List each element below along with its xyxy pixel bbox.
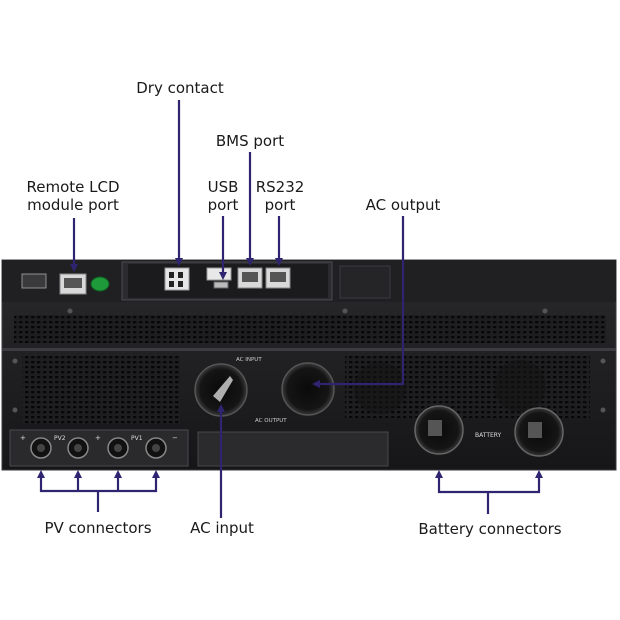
pv2-plus-connector-core bbox=[37, 444, 45, 452]
status-led bbox=[90, 276, 110, 292]
blank-cover-plate bbox=[339, 265, 391, 299]
print-pv1-plus: + bbox=[95, 434, 101, 442]
screw bbox=[12, 407, 18, 413]
screw bbox=[67, 308, 73, 314]
remote-lcd-port-socket bbox=[64, 278, 82, 288]
fan-shadow-right bbox=[494, 360, 546, 412]
bms-port-socket bbox=[242, 272, 258, 282]
screw bbox=[12, 358, 18, 364]
print-ac-output: AC OUTPUT bbox=[255, 418, 287, 424]
dry-contact-pin-1 bbox=[169, 272, 174, 278]
arrow-bms bbox=[246, 258, 254, 266]
arrow-dry-contact bbox=[175, 258, 183, 266]
arrow-pv-1 bbox=[37, 470, 45, 478]
print-ac-input: AC INPUT bbox=[236, 357, 262, 363]
label-bms-port: BMS port bbox=[215, 132, 285, 150]
print-pv1: PV1 bbox=[131, 435, 143, 442]
ac-output-knockout bbox=[281, 362, 335, 416]
upper-grille bbox=[14, 315, 606, 343]
arrow-pv-2 bbox=[74, 470, 82, 478]
arrow-battery-2 bbox=[535, 470, 543, 478]
screw bbox=[600, 358, 606, 364]
arrow-battery-1 bbox=[435, 470, 443, 478]
label-ac-output: AC output bbox=[365, 196, 441, 214]
arrow-remote-lcd bbox=[70, 264, 78, 272]
screw bbox=[542, 308, 548, 314]
label-remote-lcd-line2: module port bbox=[27, 196, 119, 214]
arrow-pv-4 bbox=[152, 470, 160, 478]
ac-input-cable bbox=[213, 376, 233, 402]
usb-label-sticker bbox=[206, 267, 232, 281]
screw bbox=[600, 407, 606, 413]
leader-battery-bracket bbox=[437, 476, 541, 494]
rs232-port-socket bbox=[270, 272, 286, 282]
fan-shadow-left bbox=[354, 362, 406, 414]
label-pv-connectors: PV connectors bbox=[44, 519, 152, 537]
leader-lines bbox=[37, 100, 543, 518]
leader-pv-bracket bbox=[39, 476, 158, 493]
pv1-minus-connector-core bbox=[152, 444, 160, 452]
leader-ac-output bbox=[318, 216, 405, 386]
pv2-minus-connector-core bbox=[74, 444, 82, 452]
label-battery-connectors: Battery connectors bbox=[418, 520, 562, 538]
remote-lcd-icon bbox=[21, 273, 47, 289]
print-battery: BATTERY bbox=[475, 432, 502, 439]
label-rs232-line2: port bbox=[264, 196, 296, 214]
arrow-ac-output bbox=[312, 380, 320, 388]
arrow-usb bbox=[219, 272, 227, 280]
dry-contact-terminal bbox=[164, 267, 190, 291]
panel-seam bbox=[2, 348, 616, 351]
print-pv1-minus: − bbox=[172, 434, 178, 442]
dry-contact-pin-4 bbox=[178, 281, 183, 287]
lower-left-grille bbox=[22, 356, 180, 424]
arrow-pv-3 bbox=[114, 470, 122, 478]
label-ac-input: AC input bbox=[190, 519, 254, 537]
arrow-rs232 bbox=[275, 258, 283, 266]
battery-plus-terminal bbox=[428, 420, 442, 436]
print-pv2-plus: + bbox=[20, 434, 26, 442]
label-dry-contact: Dry contact bbox=[136, 79, 224, 97]
usb-port bbox=[213, 281, 229, 289]
print-pv2: PV2 bbox=[54, 435, 66, 442]
screw bbox=[342, 308, 348, 314]
label-usb-line1: USB bbox=[207, 178, 239, 196]
lower-access-plate bbox=[197, 431, 389, 467]
label-remote-lcd-line1: Remote LCD bbox=[26, 178, 120, 196]
arrow-ac-input bbox=[217, 404, 225, 412]
label-rs232-line1: RS232 bbox=[255, 178, 305, 196]
dry-contact-pin-2 bbox=[178, 272, 183, 278]
pv1-plus-connector-core bbox=[114, 444, 122, 452]
label-usb-line2: port bbox=[207, 196, 239, 214]
battery-minus-terminal bbox=[528, 422, 542, 438]
dry-contact-pin-3 bbox=[169, 281, 174, 287]
